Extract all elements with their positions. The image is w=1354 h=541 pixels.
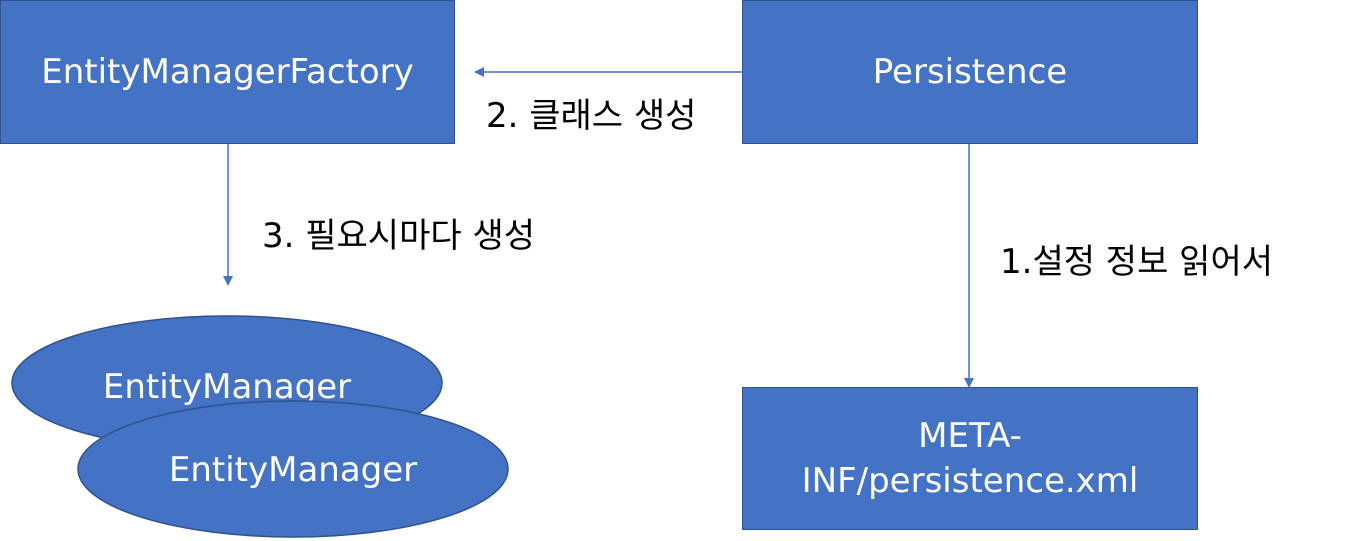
persistence-node: Persistence [742,0,1198,144]
entity-manager-front-label: EntityManager [168,450,418,490]
persistence-xml-label: META- INF/persistence.xml [802,414,1139,502]
entity-manager-back-label: EntityManager [102,367,352,407]
edge-label-read-config: 1.설정 정보 읽어서 [1000,242,1274,282]
entity-manager-front-ellipse [77,400,509,538]
persistence-xml-node: META- INF/persistence.xml [742,387,1198,530]
entity-manager-factory-label: EntityManagerFactory [41,51,414,92]
persistence-xml-label-line1: META- [918,416,1022,457]
persistence-xml-label-line2: INF/persistence.xml [801,460,1139,501]
entity-manager-factory-node: EntityManagerFactory [0,0,455,144]
edge-label-create-on-demand: 3. 필요시마다 생성 [262,216,536,256]
edge-label-create-class: 2. 클래스 생성 [486,96,697,136]
persistence-label: Persistence [872,51,1068,92]
